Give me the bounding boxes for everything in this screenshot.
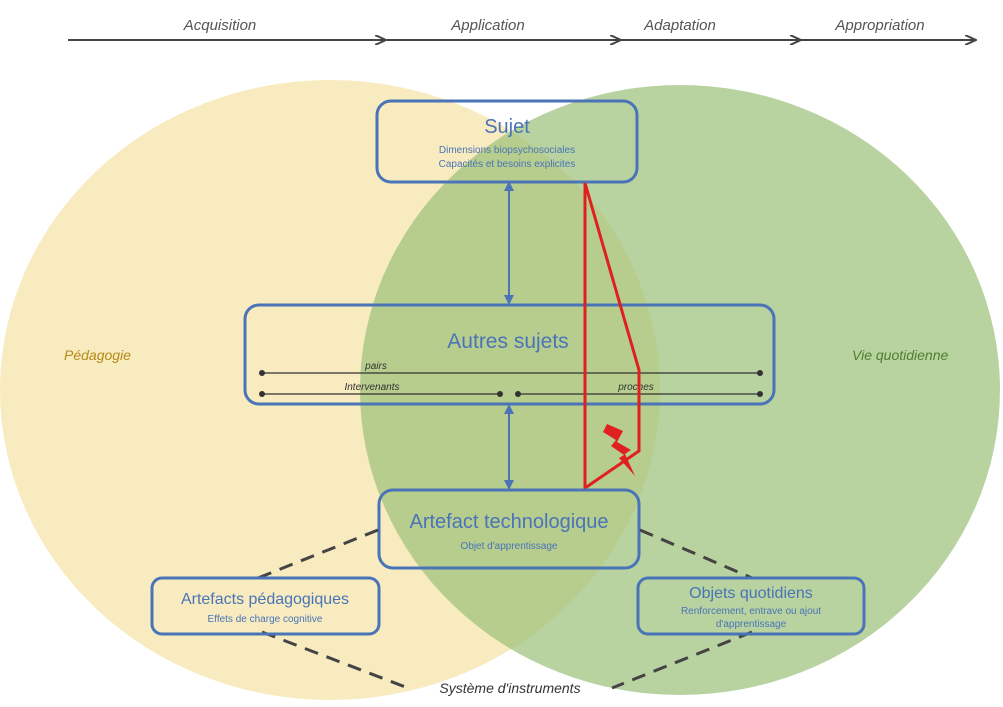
node-artefacts-pedagogiques-line: Effets de charge cognitive — [208, 614, 323, 625]
phase-adaptation: Adaptation — [643, 17, 716, 34]
lightning-icon — [603, 424, 635, 476]
node-sujet: Sujet Dimensions biopsychosociales Capac… — [375, 99, 639, 184]
relation-intervenants-label: Intervenants — [344, 382, 399, 393]
dash-artefact-to-quotidiens — [639, 528, 753, 580]
node-artefact: Artefact technologique Objet d'apprentis… — [377, 488, 641, 570]
relation-intervenants-start-dot — [259, 391, 265, 397]
node-sujet-line-2: Capacités et besoins explicites — [439, 159, 576, 170]
dash-quotidiens-to-system — [611, 630, 753, 690]
node-artefact-box — [377, 488, 641, 570]
node-objets-quotidiens-box — [636, 576, 866, 636]
relation-pairs-end-dot — [757, 370, 763, 376]
relation-proches-label: proches — [617, 382, 654, 393]
relation-intervenants-end-dot — [497, 391, 503, 397]
timeline: Acquisition Application Adaptation Appro… — [68, 17, 975, 40]
phase-acquisition: Acquisition — [183, 17, 257, 34]
phase-appropriation: Appropriation — [834, 17, 924, 34]
node-artefacts-pedagogiques-box — [150, 576, 381, 636]
node-autres-sujets-box — [243, 303, 776, 406]
node-objets-quotidiens: Objets quotidiens Renforcement, entrave … — [636, 576, 866, 636]
system-label: Système d'instruments — [439, 680, 580, 696]
node-artefacts-pedagogiques: Artefacts pédagogiques Effets de charge … — [150, 576, 381, 636]
node-autres-sujets-title: Autres sujets — [447, 330, 568, 353]
node-sujet-title: Sujet — [484, 116, 530, 138]
relation-proches-start-dot — [515, 391, 521, 397]
relation-pairs-label: pairs — [364, 361, 387, 372]
node-objets-quotidiens-line-2: d'apprentissage — [716, 619, 787, 630]
phase-application: Application — [450, 17, 524, 34]
node-sujet-line-1: Dimensions biopsychosociales — [439, 145, 575, 156]
node-objets-quotidiens-title: Objets quotidiens — [689, 585, 813, 602]
node-objets-quotidiens-line-1: Renforcement, entrave ou ajout — [681, 606, 821, 617]
node-artefact-title: Artefact technologique — [409, 511, 608, 533]
domain-label-vie-quotidienne: Vie quotidienne — [852, 347, 948, 363]
node-sujet-box — [375, 99, 639, 184]
tension-line — [583, 182, 641, 491]
node-autres-sujets: Autres sujets pairs Intervenants proches — [243, 303, 776, 406]
relation-pairs-start-dot — [259, 370, 265, 376]
relation-proches-end-dot — [757, 391, 763, 397]
dash-pedagogiques-to-system — [261, 630, 409, 690]
tension-triangle — [583, 182, 641, 491]
daily-life-circle — [360, 85, 1000, 695]
instrument-system-lines — [257, 528, 753, 690]
node-artefacts-pedagogiques-title: Artefacts pédagogiques — [181, 591, 349, 608]
node-artefact-line: Objet d'apprentissage — [461, 541, 558, 552]
domain-label-pedagogie: Pédagogie — [64, 347, 131, 363]
